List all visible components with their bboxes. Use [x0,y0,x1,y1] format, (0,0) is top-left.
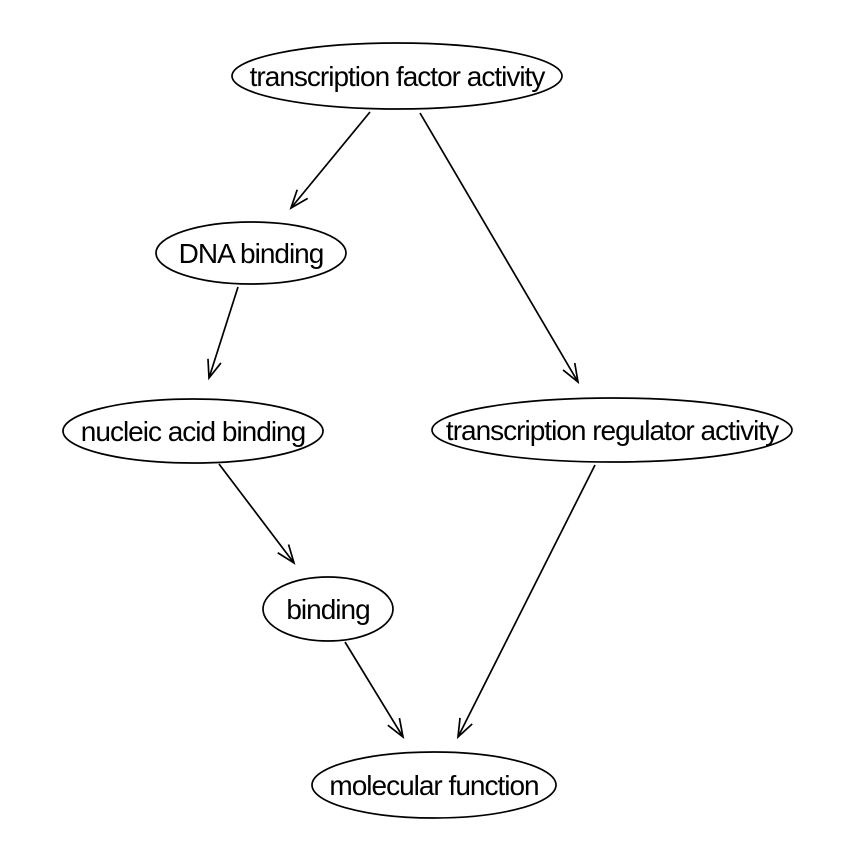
node-binding: binding [262,576,394,642]
node-ellipse-nucleic-acid-binding [62,398,324,464]
node-ellipse-binding [262,576,394,642]
node-molecular-function: molecular function [311,751,557,819]
edge-layer [207,111,596,740]
node-nucleic-acid-binding: nucleic acid binding [62,398,324,464]
node-ellipse-transcription-factor-activity [231,42,563,110]
node-ellipse-transcription-regulator-activity [431,397,793,463]
edge-dna-binding-to-nucleic-acid-binding [207,286,239,381]
node-label-nucleic-acid-binding: nucleic acid binding [81,416,305,447]
node-label-molecular-function: molecular function [329,770,538,801]
node-label-dna-binding: DNA binding [179,238,324,269]
edge-tfa-to-transcription-regulator-activity [419,112,580,385]
node-layer: transcription factor activity DNA bindin… [62,42,793,819]
node-dna-binding: DNA binding [155,221,347,285]
node-label-binding: binding [286,594,369,625]
node-label-transcription-regulator-activity: transcription regulator activity [446,415,779,446]
node-transcription-factor-activity: transcription factor activity [231,42,563,110]
edge-transcription-regulator-activity-to-molecular-function [456,464,596,740]
node-label-transcription-factor-activity: transcription factor activity [250,61,546,92]
node-ellipse-dna-binding [155,221,347,285]
node-transcription-regulator-activity: transcription regulator activity [431,397,793,463]
edge-tfa-to-dna-binding [289,111,371,210]
node-ellipse-molecular-function [311,751,557,819]
edge-nucleic-acid-binding-to-binding [218,463,296,565]
edge-binding-to-molecular-function [344,641,405,740]
